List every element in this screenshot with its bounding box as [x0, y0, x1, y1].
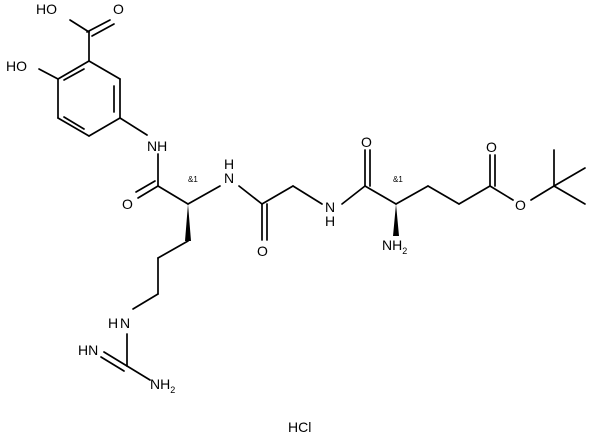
anilide-nh-label: NH [147, 138, 167, 154]
arg-alpha-n-label: N [224, 170, 234, 186]
salt-label: HCl [288, 419, 311, 435]
arg-alpha-n-bond [187, 185, 221, 205]
glu-amine-label: NH2 [382, 237, 407, 256]
tert-butyl-ester [489, 149, 586, 205]
guan-n-label: N [120, 315, 130, 331]
acid-o-label: O [113, 1, 124, 17]
glu-carbonyl-o-label: O [361, 134, 372, 150]
phenol-oh-label: HO [6, 58, 27, 74]
gly-carbonyl-o-label: O [257, 243, 268, 259]
glu-wedge-bond [393, 204, 399, 236]
arg-carbonyl [135, 180, 189, 205]
arg-side-chain [132, 240, 189, 310]
acid-oh-label: HO [36, 1, 57, 17]
arg-carbonyl-o-label: O [122, 196, 133, 212]
gly-h-label: H [325, 213, 335, 229]
guan-imine-label: HN [78, 342, 98, 358]
carboxylic-acid-group [69, 19, 115, 62]
glu-stereo-mark: &1 [393, 175, 403, 184]
ester-carbonyl-o-label: O [486, 139, 497, 155]
gly-segment [238, 185, 323, 241]
gly-n-label: N [325, 199, 335, 215]
phenol-bond [38, 68, 59, 80]
arg-stereo-mark: &1 [188, 175, 198, 184]
ester-o-label: O [515, 197, 526, 213]
glu-carbonyl [341, 149, 397, 205]
guan-h-label: H [108, 315, 118, 331]
anilide-bond [119, 117, 148, 136]
glu-side-chain [395, 185, 491, 205]
benzene-ring [57, 60, 121, 137]
guan-amine-label: NH2 [150, 376, 175, 395]
guanidine-group [100, 333, 151, 381]
arg-alpha-h-label: H [224, 156, 234, 172]
arg-wedge-bond [185, 204, 191, 241]
